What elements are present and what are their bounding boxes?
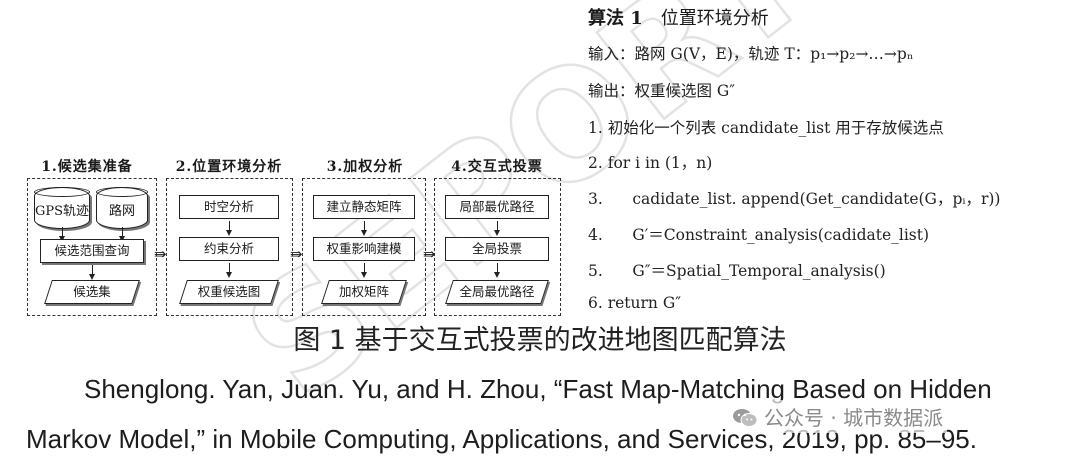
road-network-cylinder: 路网 bbox=[96, 187, 148, 229]
local-optimal-path-node: 局部最优路径 bbox=[445, 195, 549, 219]
arrow-down bbox=[59, 227, 65, 242]
stage-connector-1: ⇛ bbox=[153, 245, 167, 263]
gps-trajectory-cylinder: GPS轨迹 bbox=[34, 187, 90, 229]
arrow-down bbox=[494, 263, 500, 278]
algorithm-label: 算法 1 bbox=[588, 8, 643, 29]
stage-box-4: 局部最优路径 全局投票 全局最优路径 bbox=[434, 178, 561, 316]
algorithm-line-5: 5. G″＝Spatial_Temporal_analysis() bbox=[588, 262, 886, 280]
arrow-down bbox=[226, 221, 232, 236]
wechat-account-label: 公众号 · 城市数据派 bbox=[764, 406, 944, 430]
algorithm-line-3: 3. cadidate_list. append(Get_candidate(G… bbox=[588, 190, 1001, 208]
arrow-down bbox=[494, 221, 500, 236]
candidate-set-output: 候选集 bbox=[48, 280, 136, 304]
algorithm-line-2: 2. for i in (1，n) bbox=[588, 154, 713, 172]
candidate-range-query-node: 候选范围查询 bbox=[40, 239, 144, 263]
algorithm-title: 算法 1 位置环境分析 bbox=[588, 4, 769, 30]
weight-influence-modeling-node: 权重影响建模 bbox=[313, 237, 415, 261]
global-optimal-path-output: 全局最优路径 bbox=[449, 280, 545, 304]
stage-box-2: 时空分析 约束分析 权重候选图 bbox=[166, 178, 293, 316]
wechat-account-badge: 公众号 · 城市数据派 bbox=[728, 400, 948, 433]
algorithm-input-trajectory: p₁→p₂→…→pₙ bbox=[810, 45, 914, 63]
weighted-candidate-graph-output: 权重候选图 bbox=[183, 280, 275, 304]
algorithm-line-6: 6. return G″ bbox=[588, 294, 681, 312]
stage-box-1: GPS轨迹 路网 候选范围查询 候选集 bbox=[27, 178, 157, 316]
weighted-matrix-output: 加权矩阵 bbox=[325, 280, 403, 304]
algorithm-input: 输入：路网 G(V，E)，轨迹 T：p₁→p₂→…→pₙ bbox=[588, 42, 914, 64]
wechat-icon bbox=[733, 409, 758, 427]
stage-title-3: 3.加权分析 bbox=[326, 159, 404, 175]
arrow-down bbox=[89, 265, 95, 280]
global-voting-node: 全局投票 bbox=[445, 237, 549, 261]
static-matrix-node: 建立静态矩阵 bbox=[313, 195, 415, 219]
spatiotemporal-analysis-node: 时空分析 bbox=[179, 195, 279, 219]
arrow-down bbox=[361, 221, 367, 236]
algorithm-input-prefix: 输入：路网 G(V，E)，轨迹 T： bbox=[588, 45, 811, 63]
algorithm-output: 输出：权重候选图 G″ bbox=[588, 82, 736, 100]
stage-title-1: 1.候选集准备 bbox=[41, 159, 133, 175]
stage-title-4: 4.交互式投票 bbox=[451, 159, 543, 175]
arrow-down bbox=[226, 263, 232, 278]
stage-connector-3: ⇛ bbox=[422, 245, 436, 263]
constraint-analysis-node: 约束分析 bbox=[179, 237, 279, 261]
algorithm-name: 位置环境分析 bbox=[660, 8, 769, 29]
figure-caption: 图 1 基于交互式投票的改进地图匹配算法 bbox=[293, 325, 787, 356]
arrow-down bbox=[361, 263, 367, 278]
stage-title-2: 2.位置环境分析 bbox=[175, 159, 283, 175]
algorithm-line-4: 4. G′＝Constraint_analysis(cadidate_list) bbox=[588, 226, 930, 244]
reference-line-1: Shenglong. Yan, Juan. Yu, and H. Zhou, “… bbox=[84, 374, 992, 404]
stage-box-3: 建立静态矩阵 权重影响建模 加权矩阵 bbox=[302, 178, 426, 316]
stage-connector-2: ⇛ bbox=[289, 245, 303, 263]
algorithm-line-1: 1. 初始化一个列表 candidate_list 用于存放候选点 bbox=[588, 119, 944, 137]
arrow-down bbox=[119, 227, 125, 242]
